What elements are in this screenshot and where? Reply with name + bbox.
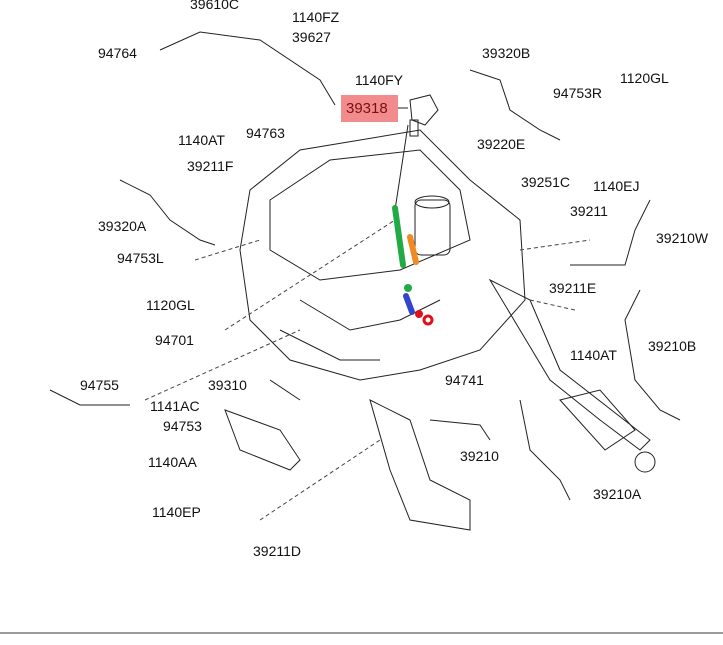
part-label[interactable]: 39210W xyxy=(656,230,709,246)
part-label[interactable]: 39320A xyxy=(98,218,147,234)
part-label[interactable]: 39310 xyxy=(208,377,247,393)
part-label[interactable]: 1140EJ xyxy=(593,178,640,194)
part-label[interactable]: 1140FY xyxy=(355,72,403,88)
part-label[interactable]: 94764 xyxy=(98,45,137,61)
part-label[interactable]: 39211E xyxy=(549,280,597,296)
part-label[interactable]: 1140AT xyxy=(178,132,225,148)
part-label: 39318 xyxy=(346,100,388,117)
part-label[interactable]: 94763 xyxy=(246,125,285,141)
part-label[interactable]: 1140FZ xyxy=(292,9,340,25)
marker-green xyxy=(392,205,406,268)
part-label[interactable]: 39251C xyxy=(521,174,571,190)
part-label[interactable]: 39320B xyxy=(482,45,531,61)
marker-blue xyxy=(403,293,415,315)
part-label[interactable]: 39211D xyxy=(253,543,302,559)
highlighted-part-39318[interactable]: 39318 xyxy=(341,95,398,122)
marker-orange xyxy=(407,234,419,265)
part-label[interactable]: 94753R xyxy=(553,85,603,101)
part-label[interactable]: 39210 xyxy=(460,448,499,464)
part-label[interactable]: 1120GL xyxy=(146,297,195,313)
part-label[interactable]: 1140AA xyxy=(148,454,197,470)
part-label[interactable]: 94753 xyxy=(163,418,202,434)
part-label[interactable]: 1140AT xyxy=(570,347,617,363)
part-label[interactable]: 94701 xyxy=(155,332,194,348)
part-label[interactable]: 39211 xyxy=(570,203,608,219)
part-label[interactable]: 94755 xyxy=(80,377,119,393)
part-label[interactable]: 94741 xyxy=(445,372,484,388)
part-label[interactable]: 39627 xyxy=(292,29,331,45)
part-label[interactable]: 1141AC xyxy=(150,398,200,414)
bottom-divider xyxy=(0,632,723,634)
part-label[interactable]: 39210B xyxy=(648,338,697,354)
part-label[interactable]: 1140EP xyxy=(152,504,201,520)
part-label[interactable]: 1120GL xyxy=(620,70,669,86)
part-label[interactable]: 94753L xyxy=(117,250,164,266)
part-label[interactable]: 39610C xyxy=(190,0,240,12)
part-label[interactable]: 39220E xyxy=(477,136,526,152)
part-label[interactable]: 39211F xyxy=(187,158,234,174)
part-label[interactable]: 39210A xyxy=(593,486,642,502)
